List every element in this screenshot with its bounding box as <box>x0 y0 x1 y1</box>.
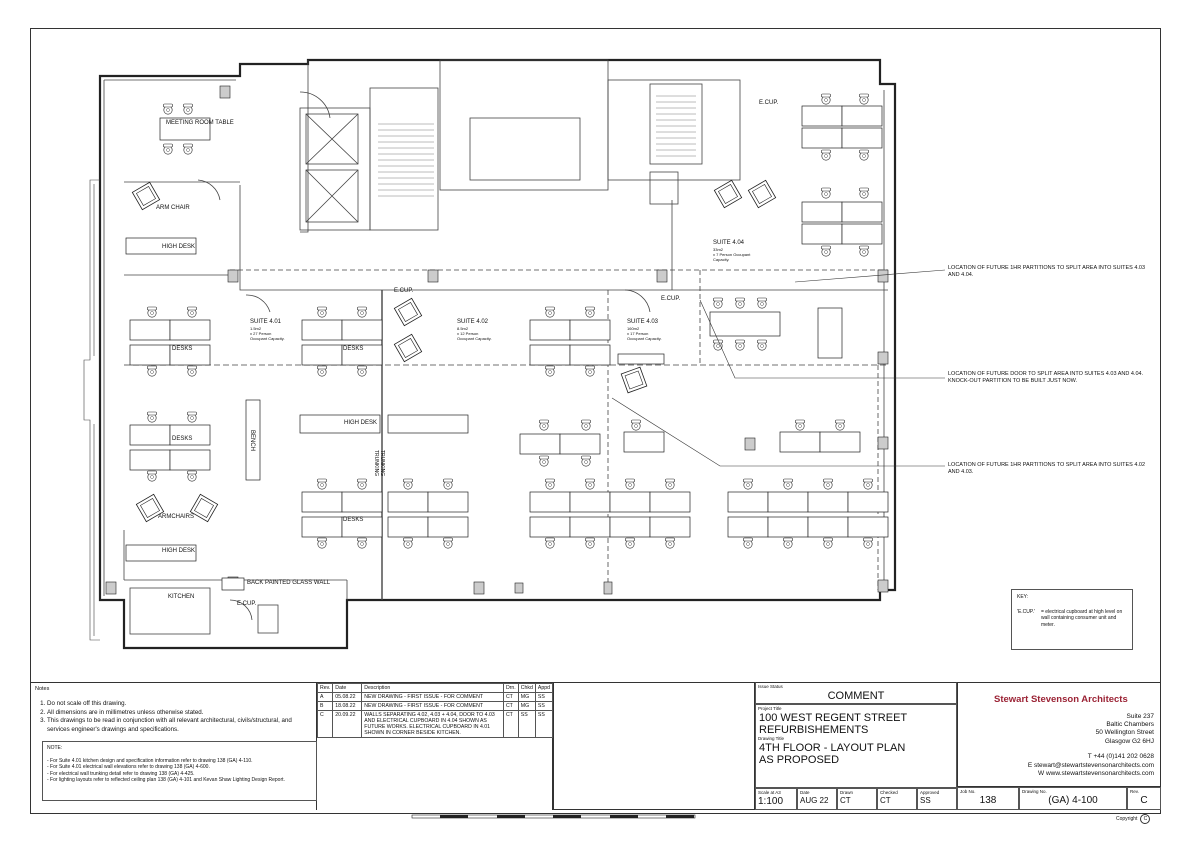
job-number-panel: Job No. 138 Drawing No. (GA) 4-100 Rev. … <box>957 787 1161 810</box>
notes-reference-box: NOTE: - For Suite 4.01 kitchen design an… <box>42 741 317 801</box>
drawing-title-label: Drawing Title <box>758 736 785 741</box>
label-ecup-4: E.CUP. <box>237 601 257 607</box>
meeting-table <box>159 117 211 141</box>
note-item: This drawings to be read in conjunction … <box>47 717 311 734</box>
date-col-header: Date <box>332 683 363 693</box>
description-col-header: Description <box>361 683 504 693</box>
firm-panel: Stewart Stevenson Architects Suite 237 B… <box>957 682 1161 787</box>
project-title-label: Project Title <box>758 706 782 711</box>
checked-cell: Checked CT <box>877 788 917 810</box>
label-desks-1: DESKS <box>172 346 193 352</box>
label-ecup-2: E.CUP. <box>394 288 414 294</box>
firm-address: Suite 237 Baltic Chambers 50 Wellington … <box>1095 713 1154 745</box>
approved-cell: Approved SS <box>917 788 957 810</box>
desk-clusters <box>125 105 889 591</box>
scale-bar <box>411 814 696 819</box>
rev-cell: Rev. C <box>1127 787 1161 810</box>
drawn-value: CT <box>840 796 851 805</box>
project-title-line-1: 100 WEST REGENT STREET <box>759 712 908 724</box>
titles-cell: Project Title 100 WEST REGENT STREET REF… <box>755 704 957 788</box>
label-desks-4: DESKS <box>343 517 364 523</box>
label-high-desk-2: HIGH DESK <box>162 548 196 554</box>
label-meeting-room: MEETING ROOM TABLE <box>166 120 234 126</box>
label-trunking-2: TRUNKING <box>379 450 385 477</box>
blank-panel <box>553 682 755 810</box>
project-title-line-2: REFURBISHEMENTS <box>759 724 869 736</box>
label-desks-2: DESKS <box>172 436 193 442</box>
drawn-col-header: Drn. <box>502 683 519 693</box>
notes-heading: Notes <box>35 686 50 692</box>
label-ecup-3: E.CUP. <box>661 296 681 302</box>
firm-name: Stewart Stevenson Architects <box>994 694 1128 705</box>
copyright-symbol: C <box>1140 814 1151 824</box>
label-armchairs: ARMCHAIRS <box>158 514 195 520</box>
issue-status-cell: Issue Status COMMENT <box>755 682 957 704</box>
scale-cell: Scale at A3 1:100 <box>755 788 797 810</box>
label-kitchen: KITCHEN <box>168 594 195 600</box>
firm-phone: T +44 (0)141 202 0628 <box>1087 753 1154 760</box>
drawing-sheet-border <box>30 28 1161 814</box>
rev-value: C <box>1140 795 1148 806</box>
label-arm-chair: ARM CHAIR <box>156 205 190 211</box>
drawing-title-line-2: AS PROPOSED <box>759 754 840 766</box>
leader-lines <box>611 269 946 467</box>
drawing-title-line-1: 4TH FLOOR - LAYOUT PLAN <box>759 742 906 754</box>
firm-email[interactable]: E stewart@stewartstevensonarchitects.com <box>1027 761 1154 769</box>
issue-status-value: COMMENT <box>827 690 885 702</box>
checked-col-header: Chkd <box>517 683 536 693</box>
notes-box-line: - For Suite 4.01 electrical wall elevati… <box>47 764 210 771</box>
notes-list: Do not scale off this drawing. All dimen… <box>35 700 311 734</box>
job-no-cell: Job No. 138 <box>957 787 1019 810</box>
approved-col-header: Appd <box>534 683 554 693</box>
annotation-future-door: LOCATION OF FUTURE DOOR TO SPLIT AREA IN… <box>948 371 1144 384</box>
key-legend: KEY: 'E.CUP.' = electrical cupboard at h… <box>1011 589 1133 650</box>
notes-panel: Notes Do not scale off this drawing. All… <box>30 682 317 810</box>
firm-website[interactable]: W www.stewartstevensonarchitects.com <box>1038 770 1154 778</box>
date-cell: Date AUG 22 <box>797 788 837 810</box>
revision-header-row: Rev. Date Description Drn. Chkd Appd <box>316 683 554 693</box>
label-high-desk-1: HIGH DESK <box>162 244 196 250</box>
label-ecup-1: E.CUP. <box>759 100 779 106</box>
key-code: 'E.CUP.' <box>1017 608 1035 615</box>
note-item: All dimensions are in millimetres unless… <box>47 709 311 718</box>
label-bench: BENCH <box>249 430 255 452</box>
annotation-partition-4-02-4-03: LOCATION OF FUTURE 1HR PARTITIONS TO SPL… <box>948 462 1146 475</box>
date-value: AUG 22 <box>800 796 829 805</box>
annotation-partition-4-03-4-04: LOCATION OF FUTURE 1HR PARTITIONS TO SPL… <box>948 265 1146 278</box>
notes-box-line: - For electrical wall trunking detail re… <box>47 770 195 777</box>
issue-status-label: Issue Status <box>758 684 783 689</box>
label-desks-3: DESKS <box>343 346 364 352</box>
job-no-value: 138 <box>979 795 997 806</box>
drawn-cell: Drawn CT <box>837 788 877 810</box>
drawing-no-cell: Drawing No. (GA) 4-100 <box>1019 787 1127 810</box>
note-item: Do not scale off this drawing. <box>47 700 311 709</box>
label-back-glass-wall: BACK PAINTED GLASS WALL <box>247 580 331 586</box>
drawing-no-value: (GA) 4-100 <box>1048 795 1098 806</box>
key-title: KEY: <box>1017 594 1029 600</box>
project-info-panel: Issue Status COMMENT Project Title 100 W… <box>755 682 957 810</box>
label-high-desk-3: HIGH DESK <box>344 420 378 426</box>
key-description: = electrical cupboard at high level on w… <box>1040 608 1123 628</box>
scale-value: 1:100 <box>758 796 784 807</box>
checked-value: CT <box>880 796 891 805</box>
label-trunking-1: TRUNKING <box>373 450 379 477</box>
approved-value: SS <box>920 796 931 805</box>
notes-box-line: - For lighting layouts refer to reflecte… <box>47 777 285 784</box>
armchairs <box>131 179 777 523</box>
rev-col-header: Rev. <box>316 683 334 693</box>
firm-contact: T +44 (0)141 202 0628 E stewart@stewarts… <box>1028 753 1154 779</box>
notes-box-line: - For Suite 4.01 kitchen design and spec… <box>47 757 253 764</box>
notes-box-title: NOTE: <box>47 745 63 751</box>
